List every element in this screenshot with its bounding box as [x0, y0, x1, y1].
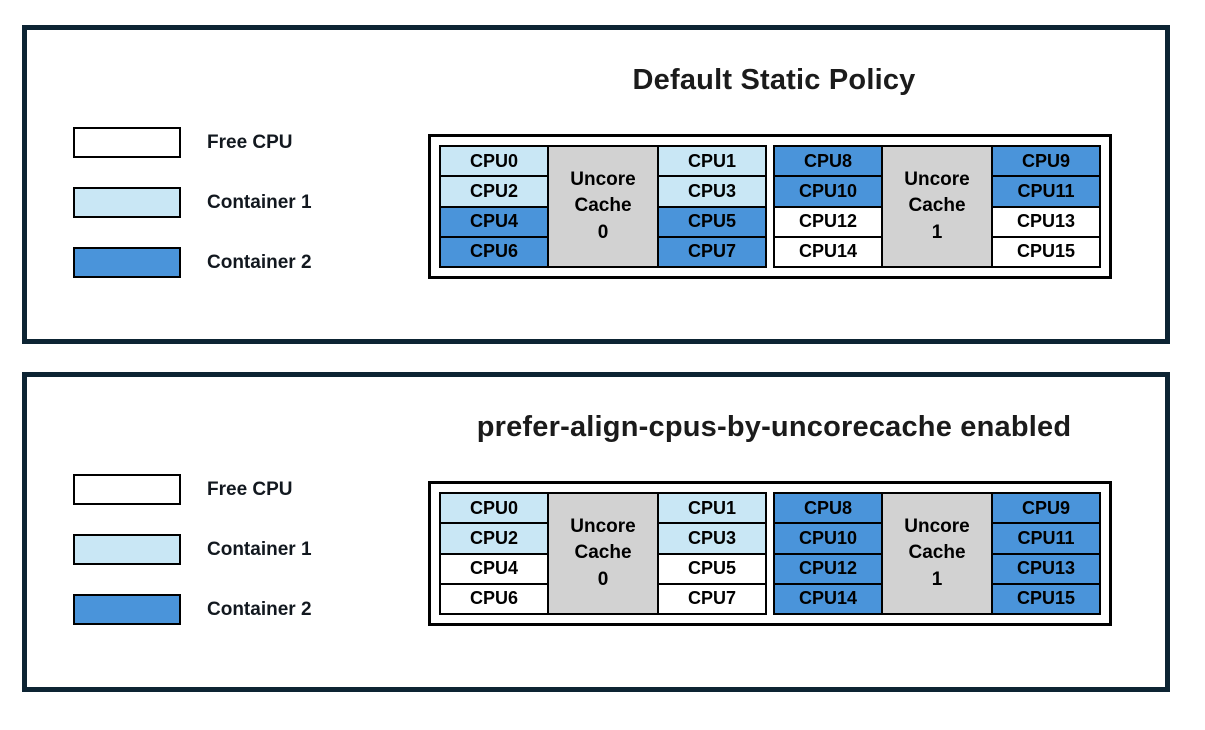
cpu-cell: CPU13	[991, 552, 1101, 585]
cpu-cell: CPU7	[657, 582, 767, 615]
cpu-cell: CPU11	[991, 522, 1101, 555]
legend-label: Free CPU	[207, 478, 293, 500]
cpu-cell: CPU5	[657, 205, 767, 238]
uncore-cache-label: Uncore Cache 0	[570, 515, 636, 590]
legend: Free CPU Container 1 Container 2	[73, 127, 312, 278]
uncore-cache-box: Uncore Cache 1	[881, 492, 993, 615]
uncore-cache-label: Uncore Cache 0	[570, 168, 636, 243]
uncore-cache-0-block: CPU0 CPU2 CPU4 CPU6 Uncore Cache 0 CPU1 …	[439, 492, 767, 615]
legend-label: Free CPU	[207, 131, 293, 153]
container2-swatch	[73, 247, 181, 278]
panel-title: prefer-align-cpus-by-uncorecache enabled	[476, 411, 1072, 443]
cpu-column-right: CPU1 CPU3 CPU5 CPU7	[657, 145, 767, 268]
cpu-column-left: CPU8 CPU10 CPU12 CPU14	[773, 145, 883, 268]
free-cpu-swatch	[73, 474, 181, 505]
cpu-cell: CPU5	[657, 552, 767, 585]
cpu-cell: CPU8	[773, 145, 883, 178]
uncore-cache-label: Uncore Cache 1	[904, 515, 970, 590]
cpu-cell: CPU14	[773, 235, 883, 268]
cpu-cell: CPU2	[439, 175, 549, 208]
cpu-column-right: CPU9 CPU11 CPU13 CPU15	[991, 145, 1101, 268]
legend-item-container-1: Container 1	[73, 187, 312, 218]
cpu-cell: CPU10	[773, 175, 883, 208]
cpu-cell: CPU9	[991, 492, 1101, 525]
cpu-cell: CPU10	[773, 522, 883, 555]
cpu-topology-diagram: CPU0 CPU2 CPU4 CPU6 Uncore Cache 0 CPU1 …	[428, 481, 1112, 626]
cpu-cell: CPU6	[439, 582, 549, 615]
container1-swatch	[73, 534, 181, 565]
uncore-cache-box: Uncore Cache 0	[547, 492, 659, 615]
cpu-cell: CPU7	[657, 235, 767, 268]
cpu-cell: CPU2	[439, 522, 549, 555]
legend: Free CPU Container 1 Container 2	[73, 474, 312, 625]
cpu-cell: CPU0	[439, 145, 549, 178]
panel-prefer-align-uncorecache: prefer-align-cpus-by-uncorecache enabled…	[22, 372, 1170, 692]
cpu-cell: CPU14	[773, 582, 883, 615]
cpu-cell: CPU0	[439, 492, 549, 525]
cpu-column-left: CPU0 CPU2 CPU4 CPU6	[439, 492, 549, 615]
uncore-cache-box: Uncore Cache 0	[547, 145, 659, 268]
legend-label: Container 2	[207, 251, 312, 273]
legend-item-free-cpu: Free CPU	[73, 127, 312, 158]
cpu-column-right: CPU1 CPU3 CPU5 CPU7	[657, 492, 767, 615]
legend-label: Container 1	[207, 191, 312, 213]
free-cpu-swatch	[73, 127, 181, 158]
cpu-cell: CPU8	[773, 492, 883, 525]
uncore-cache-box: Uncore Cache 1	[881, 145, 993, 268]
legend-item-container-2: Container 2	[73, 594, 312, 625]
cpu-cell: CPU9	[991, 145, 1101, 178]
cpu-cell: CPU1	[657, 492, 767, 525]
cpu-cell: CPU4	[439, 552, 549, 585]
cpu-cell: CPU13	[991, 205, 1101, 238]
legend-item-container-1: Container 1	[73, 534, 312, 565]
cpu-column-left: CPU0 CPU2 CPU4 CPU6	[439, 145, 549, 268]
cpu-cell: CPU3	[657, 522, 767, 555]
cpu-cell: CPU1	[657, 145, 767, 178]
legend-label: Container 1	[207, 538, 312, 560]
legend-label: Container 2	[207, 598, 312, 620]
uncore-cache-1-block: CPU8 CPU10 CPU12 CPU14 Uncore Cache 1 CP…	[773, 145, 1101, 268]
cpu-column-left: CPU8 CPU10 CPU12 CPU14	[773, 492, 883, 615]
cpu-column-right: CPU9 CPU11 CPU13 CPU15	[991, 492, 1101, 615]
panel-title: Default Static Policy	[632, 64, 916, 96]
uncore-cache-1-block: CPU8 CPU10 CPU12 CPU14 Uncore Cache 1 CP…	[773, 492, 1101, 615]
container1-swatch	[73, 187, 181, 218]
cpu-cell: CPU6	[439, 235, 549, 268]
cpu-cell: CPU12	[773, 552, 883, 585]
legend-item-container-2: Container 2	[73, 247, 312, 278]
cpu-cell: CPU12	[773, 205, 883, 238]
uncore-cache-label: Uncore Cache 1	[904, 168, 970, 243]
uncore-cache-0-block: CPU0 CPU2 CPU4 CPU6 Uncore Cache 0 CPU1 …	[439, 145, 767, 268]
cpu-topology-diagram: CPU0 CPU2 CPU4 CPU6 Uncore Cache 0 CPU1 …	[428, 134, 1112, 279]
cpu-cell: CPU15	[991, 235, 1101, 268]
legend-item-free-cpu: Free CPU	[73, 474, 312, 505]
cpu-cell: CPU3	[657, 175, 767, 208]
cpu-cell: CPU15	[991, 582, 1101, 615]
panel-default-static-policy: Default Static Policy Free CPU Container…	[22, 25, 1170, 344]
cpu-cell: CPU4	[439, 205, 549, 238]
container2-swatch	[73, 594, 181, 625]
cpu-cell: CPU11	[991, 175, 1101, 208]
